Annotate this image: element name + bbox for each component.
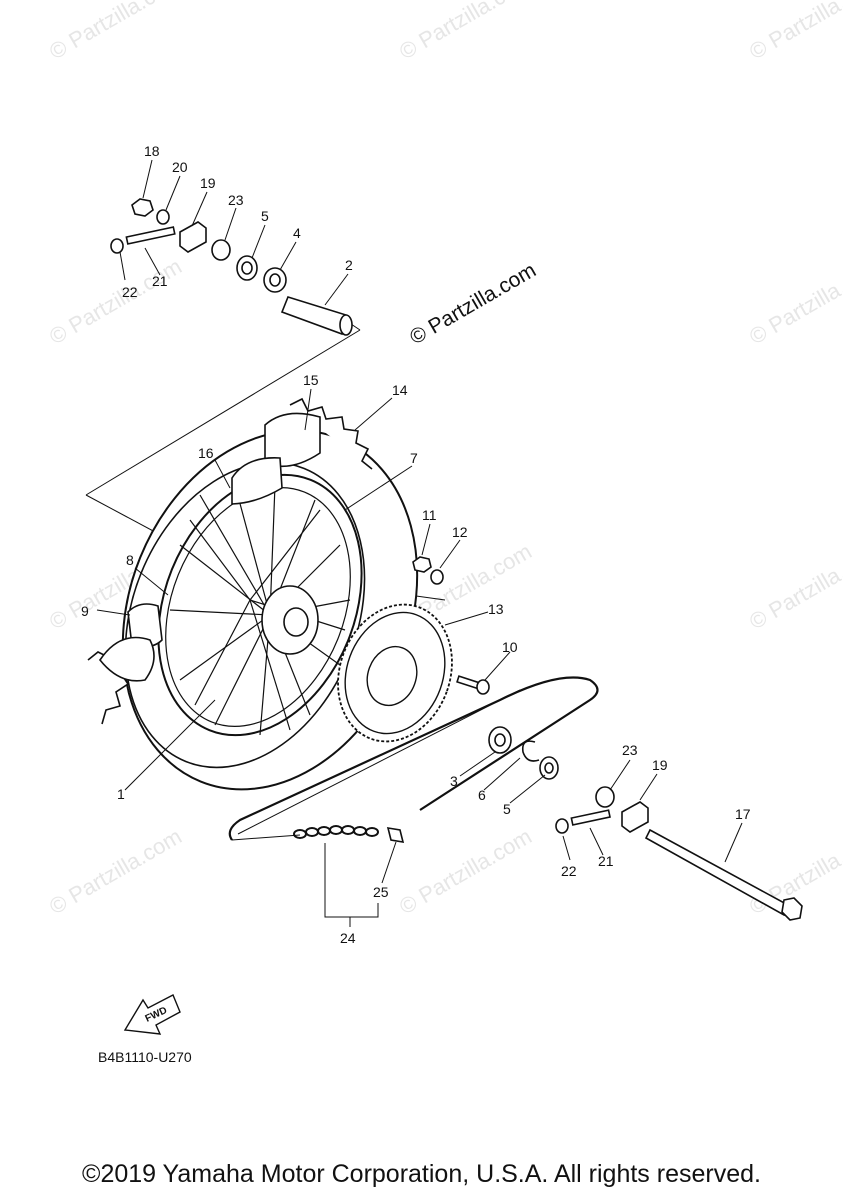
callout-23: 23 [228, 192, 244, 208]
tube-16 [231, 457, 283, 505]
watermark: © Partzilla.com [45, 0, 186, 64]
axle-17 [644, 828, 790, 917]
watermark: © Partzilla.com [45, 824, 186, 920]
adjuster-plate-19b [621, 801, 649, 833]
leader-lines [96, 159, 743, 927]
washer-22b [555, 818, 569, 834]
callout-2: 2 [345, 257, 353, 273]
fwd-arrow-icon: FWD [123, 994, 181, 1035]
axle-side-group [488, 726, 803, 921]
callout-1: 1 [117, 786, 125, 802]
callout-6: 6 [478, 787, 486, 803]
watermark: © Partzilla.com [395, 0, 536, 64]
callout-14: 14 [392, 382, 408, 398]
drive-chain-24 [228, 676, 599, 843]
watermark: © Partzilla.com [745, 0, 843, 64]
background-watermarks: © Partzilla.com © Partzilla.com © Partzi… [45, 0, 843, 919]
adjuster-plate-19 [179, 221, 207, 253]
callout-20: 20 [172, 159, 188, 175]
callout-22: 22 [122, 284, 138, 300]
bolt-21 [125, 226, 176, 245]
callout-15: 15 [303, 372, 319, 388]
callout-19-lower: 19 [652, 757, 668, 773]
callout-3: 3 [450, 773, 458, 789]
callouts: 18 20 19 23 5 4 2 22 21 15 14 16 7 11 12… [81, 143, 751, 946]
parts-diagram: © Partzilla.com © Partzilla.com © Partzi… [45, 0, 843, 1065]
top-adjuster-group [110, 198, 353, 336]
callout-5: 5 [261, 208, 269, 224]
collar-23 [211, 239, 231, 261]
wheel-rim-7 [157, 473, 363, 737]
callout-21-lower: 21 [598, 853, 614, 869]
spacer-2 [280, 296, 347, 336]
watermark: © Partzilla.com [745, 254, 843, 350]
washer-22 [110, 238, 124, 254]
callout-17: 17 [735, 806, 751, 822]
main-watermark: © Partzilla.com [406, 259, 540, 350]
nut-11 [412, 556, 432, 573]
collar-23b [595, 786, 615, 808]
master-link-25 [386, 827, 405, 843]
watermark: © Partzilla.com [395, 824, 536, 920]
callout-7: 7 [410, 450, 418, 466]
nut-18 [131, 198, 154, 217]
diagram-code: B4B1110-U270 [98, 1049, 192, 1065]
bolt-21b [570, 809, 611, 826]
callout-11: 11 [422, 507, 437, 523]
circlip-6 [521, 740, 540, 762]
callout-19: 19 [200, 175, 216, 191]
callout-5-lower: 5 [503, 801, 511, 817]
callout-18: 18 [144, 143, 160, 159]
callout-21: 21 [152, 273, 168, 289]
callout-16: 16 [198, 445, 214, 461]
callout-23-lower: 23 [622, 742, 638, 758]
callout-13: 13 [488, 601, 504, 617]
washer-12 [430, 569, 444, 585]
sprocket-13 [337, 603, 453, 743]
callout-9: 9 [81, 603, 89, 619]
washer-20 [156, 209, 170, 225]
callout-12: 12 [452, 524, 468, 540]
watermark: © Partzilla.com [45, 254, 186, 350]
callout-8: 8 [126, 552, 134, 568]
watermark: © Partzilla.com [745, 539, 843, 635]
callout-4: 4 [293, 225, 301, 241]
copyright-notice: ©2019 Yamaha Motor Corporation, U.S.A. A… [82, 1160, 761, 1188]
callout-24: 24 [340, 930, 356, 946]
callout-22-lower: 22 [561, 863, 577, 879]
callout-25: 25 [373, 884, 389, 900]
callout-10: 10 [502, 639, 518, 655]
bolt-10 [456, 675, 490, 695]
